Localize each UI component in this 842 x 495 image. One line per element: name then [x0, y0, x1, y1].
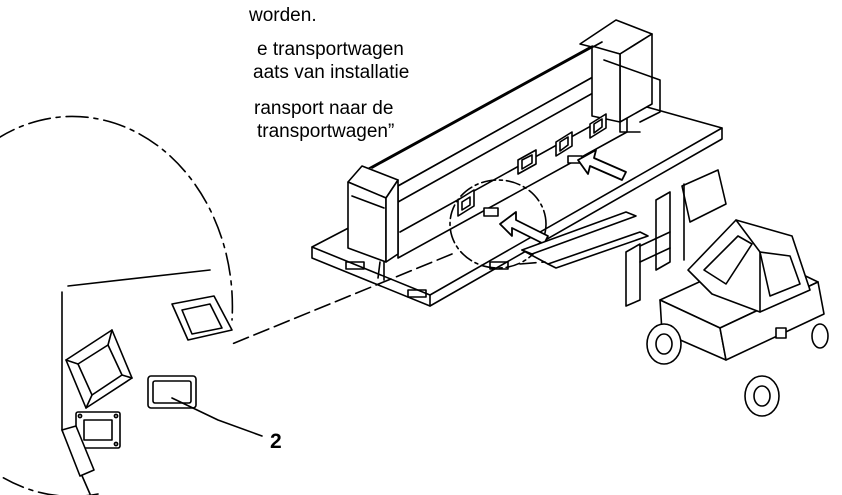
text-line-5: transportwagen” [257, 121, 395, 142]
text-line-4: ransport naar de [254, 98, 394, 119]
detail-circle-small [449, 179, 547, 269]
detail-connector [231, 253, 546, 345]
text-line-3: aats van installatie [253, 62, 410, 83]
text-line-2: e transportwagen [257, 39, 404, 60]
callout-leader [171, 397, 263, 437]
callout-number: 2 [270, 430, 282, 453]
forklift [521, 169, 829, 417]
text-line-1: worden. [249, 5, 317, 26]
arrow-icon [499, 149, 627, 245]
printer [347, 19, 661, 281]
detail-view [61, 269, 233, 495]
fork-slots [457, 113, 607, 217]
